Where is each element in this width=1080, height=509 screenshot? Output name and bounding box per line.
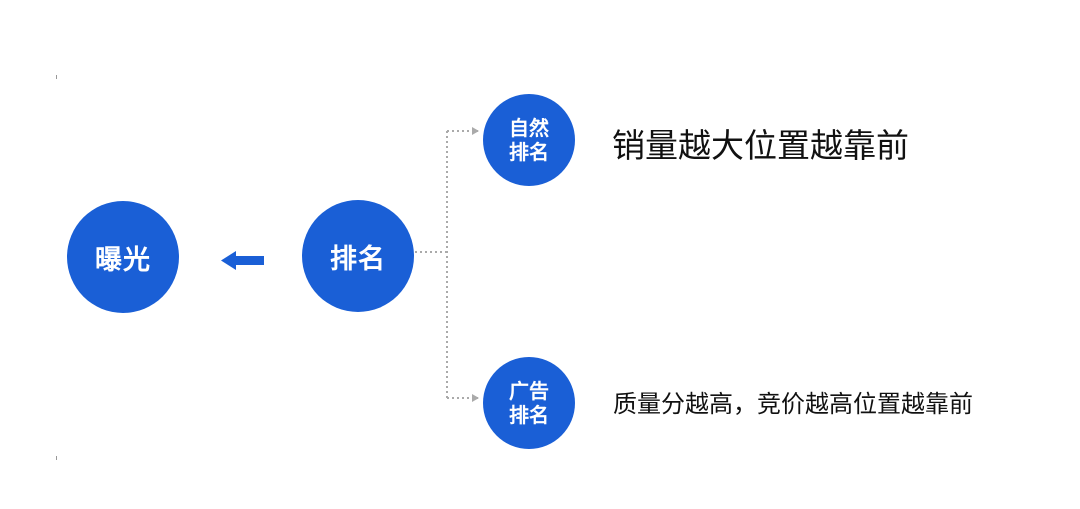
natural-ranking-label-line1: 自然: [509, 116, 549, 140]
exposure-label: 曝光: [95, 244, 151, 276]
ad-ranking-node: 广告 排名: [483, 357, 575, 449]
natural-ranking-label-line2: 排名: [509, 140, 549, 164]
edge-mark-top: [56, 75, 57, 79]
edge-mark-bottom: [56, 456, 57, 460]
ad-ranking-label-line1: 广告: [509, 379, 549, 403]
ad-ranking-label-line2: 排名: [509, 403, 549, 427]
ranking-label: 排名: [330, 243, 386, 275]
natural-ranking-description: 销量越大位置越靠前: [612, 126, 909, 165]
ranking-node: 排名: [302, 200, 414, 312]
ad-ranking-description: 质量分越高，竞价越高位置越靠前: [613, 390, 973, 418]
exposure-node: 曝光: [67, 201, 179, 313]
left-arrow-icon: [221, 251, 264, 270]
natural-ranking-node: 自然 排名: [483, 94, 575, 186]
